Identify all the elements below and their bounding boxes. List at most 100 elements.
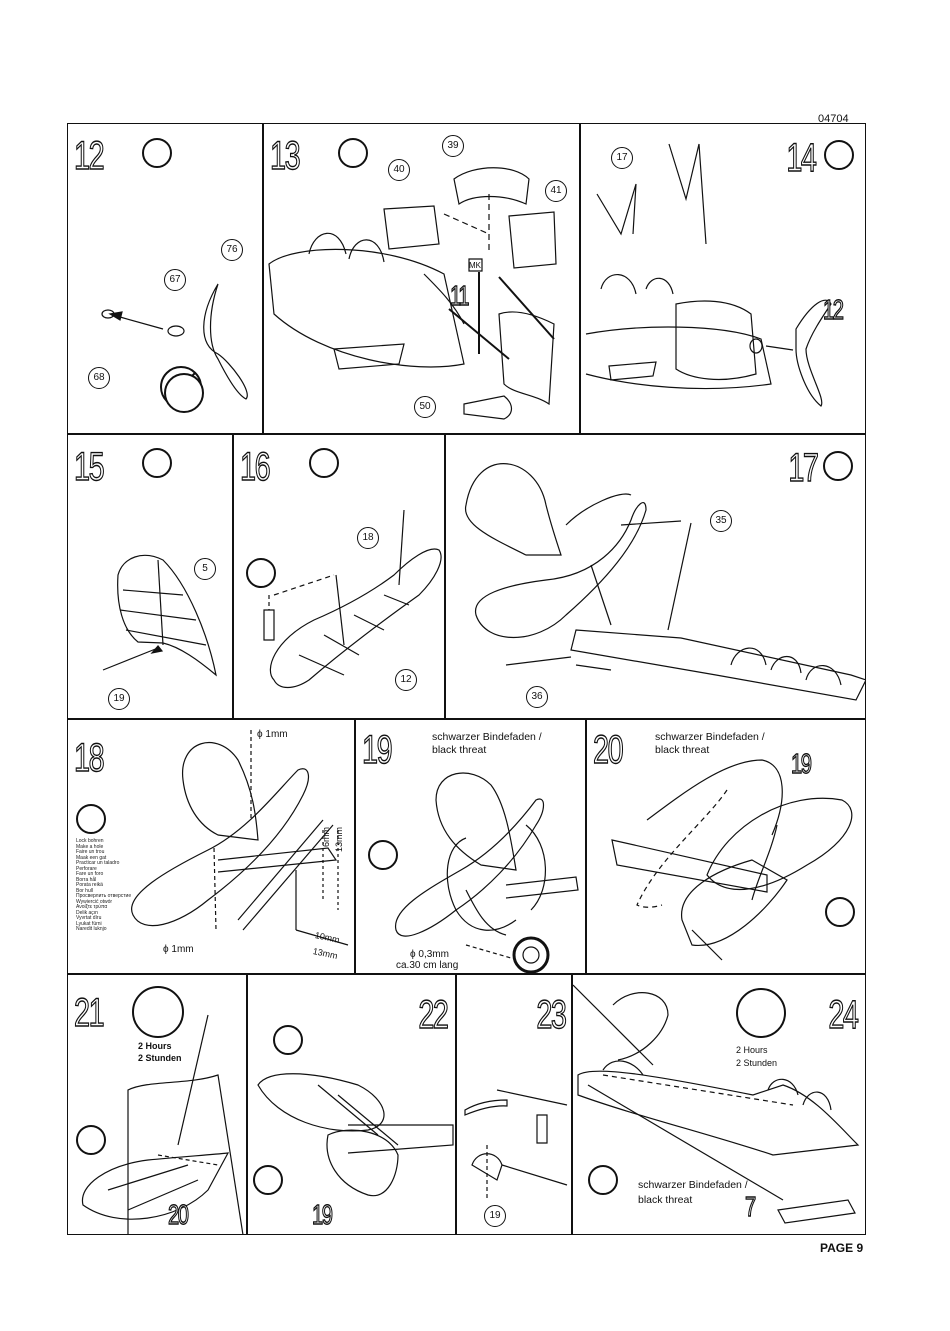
step-17-panel: 17 35 36 [445, 434, 866, 719]
drying-time-hours: 2 Hours [138, 1041, 172, 1051]
final-rigging-drawing [573, 975, 866, 1235]
step-number: 12 [74, 134, 106, 178]
drill-size-top: ϕ 1mm [257, 729, 288, 740]
drill-size-bottom: ϕ 1mm [163, 944, 194, 955]
tailplane-drawing [234, 435, 445, 719]
scissors-icon [253, 1165, 283, 1195]
step-number: 14 [785, 136, 817, 180]
clock-icon [132, 986, 184, 1038]
glue-tube-icon [588, 1165, 618, 1195]
dimension-6mm: 6mm [321, 827, 331, 847]
part-callout-40: 40 [388, 159, 410, 181]
drill-text-line: Porata reikä [76, 882, 103, 888]
clock-icon [736, 988, 786, 1038]
reference-step: 11 [449, 280, 470, 311]
no-glue-icon [164, 373, 204, 413]
drying-time-hours: 2 Hours [736, 1045, 768, 1055]
wing-tail-drawing [68, 975, 247, 1235]
propeller-drawing [68, 124, 263, 434]
step-13-panel: 13 39 40 41 50 MK 11 [263, 123, 580, 434]
glue-tube-icon [142, 138, 172, 168]
drill-text-line: Delik açın [76, 909, 98, 916]
part-callout-19: 19 [108, 688, 130, 710]
step-number: 16 [240, 445, 272, 489]
drill-text-line: Faire un trou [76, 849, 105, 855]
drill-text-line: Vyvrtat díru [76, 915, 102, 921]
part-callout-19: 19 [484, 1205, 506, 1227]
drill-text-line: Lock bohren [76, 838, 104, 844]
reference-step: 12 [822, 294, 844, 325]
step-18-panel: 18 Lock bohren Make a hole Faire un trou… [67, 719, 355, 974]
part-callout-35: 35 [710, 510, 732, 532]
step-number: 19 [362, 728, 394, 772]
part-callout-68: 68 [88, 367, 110, 389]
tail-trim-drawing [248, 975, 456, 1235]
decal-marker: MK [469, 261, 481, 270]
pin-detail-drawing [457, 975, 572, 1235]
thread-label-de: schwarzer Bindefaden / [638, 1179, 748, 1191]
thread-size: ϕ 0,3mm [410, 949, 449, 960]
drill-text-line: Naredit luknjo [76, 926, 107, 932]
step-number: 17 [787, 446, 819, 490]
glue-tube-icon [338, 138, 368, 168]
drying-time-stunden: 2 Stunden [138, 1053, 182, 1063]
tail-assembly-drawing [446, 435, 866, 719]
step-21-panel: 21 2 Hours 2 Stunden 20 [67, 974, 247, 1235]
drill-text-line: Maak een gat [76, 854, 107, 861]
step-number: 15 [74, 445, 106, 489]
part-callout-67: 67 [164, 269, 186, 291]
reference-step: 19 [311, 1199, 333, 1230]
drill-text-line: Просверлить отверстие [76, 893, 132, 899]
step-12-panel: 12 76 67 68 [67, 123, 263, 434]
step-number: 24 [827, 993, 859, 1037]
dimension-13mm-a: 13mm [334, 826, 344, 852]
drill-text-line: Ανοίξτε τρύπα [76, 904, 108, 910]
reference-step: 7 [745, 1191, 757, 1222]
pin-icon [246, 558, 276, 588]
step-19-panel: 19 schwarzer Bindefaden / black threat ϕ… [355, 719, 586, 974]
step-15-panel: 15 5 19 [67, 434, 233, 719]
page-number: PAGE 9 [820, 1241, 864, 1255]
drill-text-line: Lyukat fúrni [76, 920, 102, 927]
step-number: 20 [593, 728, 625, 772]
step-number: 23 [535, 993, 567, 1037]
page-code: 04704 [818, 113, 849, 125]
glue-tube-icon [142, 448, 172, 478]
thread-label-en: black threat [638, 1194, 693, 1206]
glue-tube-icon [824, 140, 854, 170]
step-20-panel: 20 schwarzer Bindefaden / black threat 1… [586, 719, 866, 974]
thread-label-de: schwarzer Bindefaden / [432, 731, 542, 743]
drill-text-line: Perforare [76, 865, 97, 872]
struts-assembly-drawing [581, 124, 866, 434]
drill-text-line: Fare un foro [76, 871, 104, 877]
glue-tube-icon [309, 448, 339, 478]
part-callout-50: 50 [414, 396, 436, 418]
drill-instructions: Lock bohren Make a hole Faire un trou Ma… [76, 838, 136, 933]
thread-label-en: black threat [432, 744, 487, 756]
step-16-panel: 16 18 12 [233, 434, 445, 719]
part-callout-18: 18 [357, 527, 379, 549]
part-callout-76: 76 [221, 239, 243, 261]
drill-text-line: Make a hole [76, 843, 104, 850]
rudder-drawing [68, 435, 233, 719]
step-number: 18 [74, 736, 106, 780]
drill-text-line: Bor hull [76, 887, 93, 894]
drill-text-line: Borra hål [76, 876, 97, 883]
rigging-drawing [356, 720, 586, 974]
cockpit-assembly-drawing [264, 124, 580, 434]
step-number: 22 [417, 993, 449, 1037]
step-23-panel: 23 19 [456, 974, 572, 1235]
drill-text-line: Wywiercić otwór [76, 898, 113, 905]
step-number: 13 [270, 134, 302, 178]
glue-tube-icon [825, 897, 855, 927]
part-callout-12: 12 [395, 669, 417, 691]
reference-step: 20 [167, 1199, 189, 1230]
thread-label-de: schwarzer Bindefaden / [655, 731, 765, 743]
step-24-panel: 24 2 Hours 2 Stunden schwarzer Bindefade… [572, 974, 866, 1235]
step-number: 21 [74, 991, 106, 1035]
glue-tube-icon [273, 1025, 303, 1055]
step-22-panel: 22 19 [247, 974, 456, 1235]
glue-tube-icon [76, 1125, 106, 1155]
glue-tube-icon [368, 840, 398, 870]
glue-tube-icon [823, 451, 853, 481]
